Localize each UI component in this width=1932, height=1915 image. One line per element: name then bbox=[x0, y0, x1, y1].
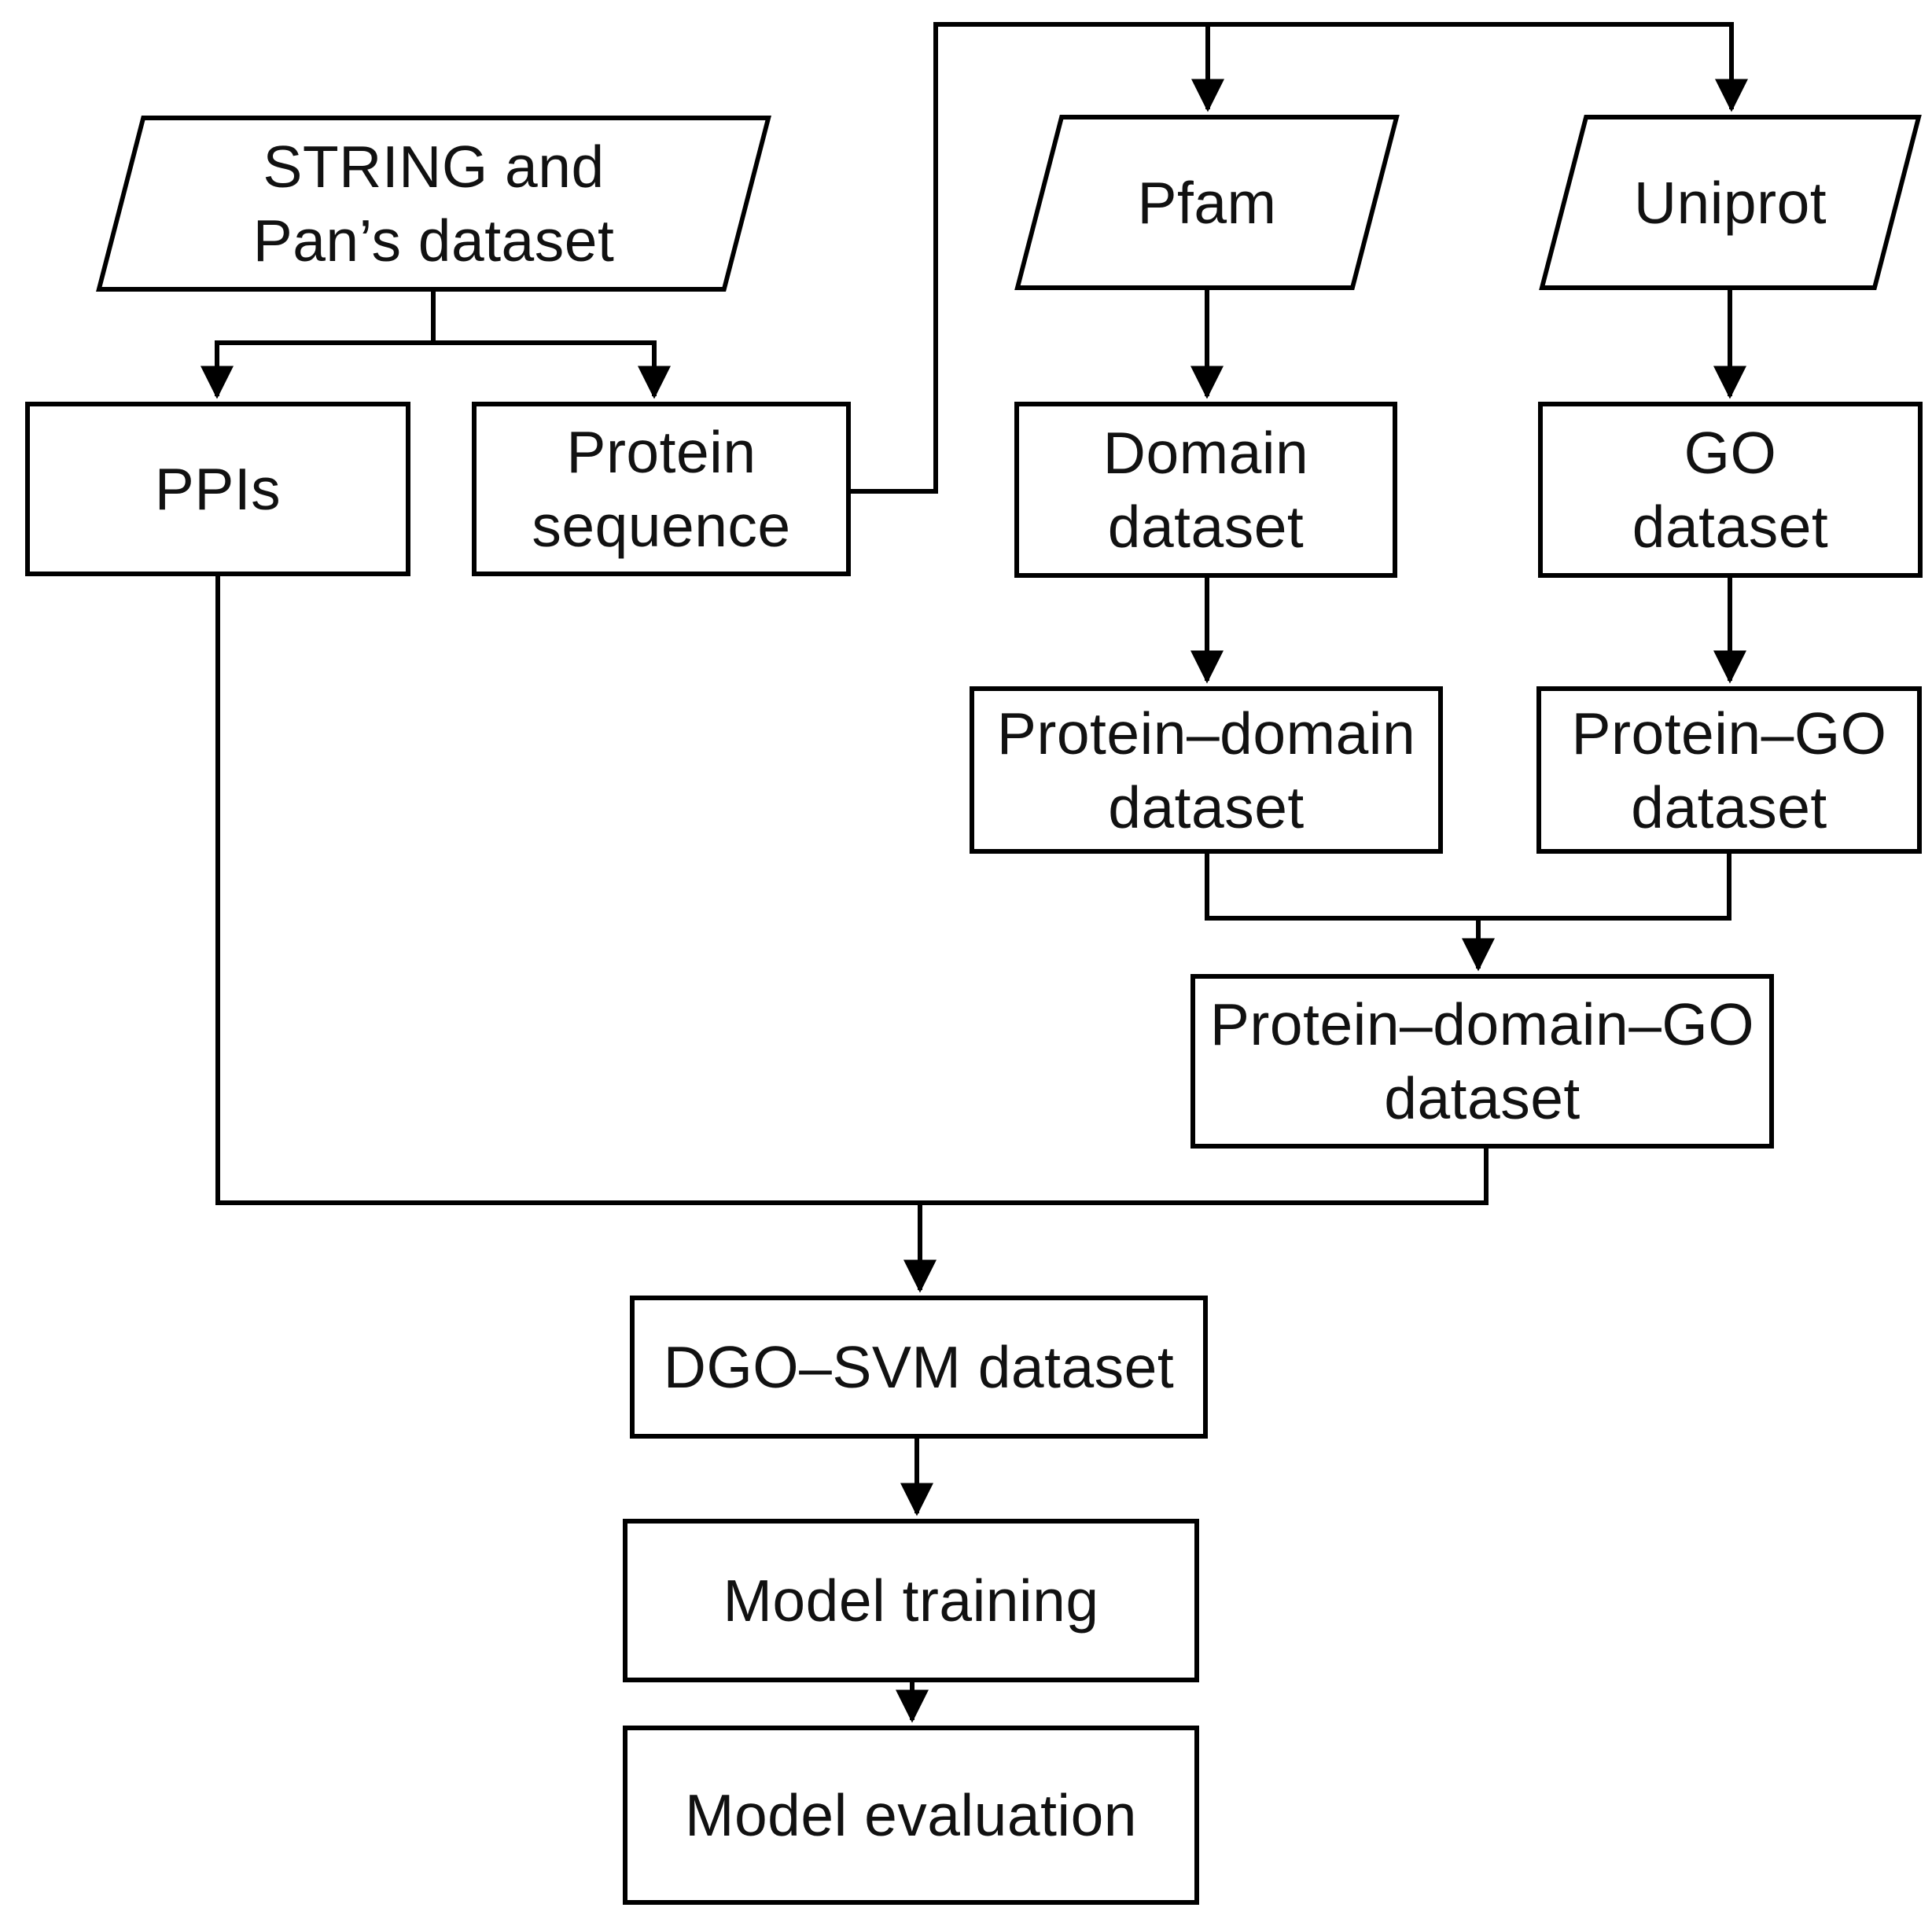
node-go-dataset: GO dataset bbox=[1538, 402, 1923, 578]
node-protein-domain-go-label-line2: dataset bbox=[1384, 1065, 1581, 1131]
node-uniprot-label: Uniprot bbox=[1633, 169, 1827, 236]
node-model-evaluation: Model evaluation bbox=[623, 1726, 1199, 1905]
node-domain-dataset-label-line1: Domain bbox=[1102, 420, 1309, 486]
node-protein-go-label-line1: Protein–GO bbox=[1571, 700, 1887, 766]
node-protein-sequence: Protein sequence bbox=[472, 402, 851, 576]
node-protein-go-label-line2: dataset bbox=[1631, 774, 1827, 840]
node-model-evaluation-label: Model evaluation bbox=[684, 1782, 1138, 1848]
node-string-pan-label-line2: Pan’s dataset bbox=[252, 208, 615, 274]
node-model-training-label: Model training bbox=[723, 1568, 1099, 1634]
edge-protein-sequence-topline bbox=[848, 22, 1731, 494]
node-string-pan-label-line1: STRING and bbox=[263, 134, 605, 200]
node-ppis: PPIs bbox=[25, 402, 410, 576]
node-domain-dataset: Domain dataset bbox=[1014, 402, 1397, 578]
node-protein-domain-label-line1: Protein–domain bbox=[996, 700, 1416, 766]
node-protein-sequence-label-line2: sequence bbox=[532, 493, 791, 559]
node-go-dataset-label-line2: dataset bbox=[1632, 494, 1829, 560]
node-pfam: Pfam bbox=[1014, 115, 1400, 290]
node-domain-dataset-label-line2: dataset bbox=[1107, 494, 1305, 560]
node-dgo-svm-dataset: DGO–SVM dataset bbox=[630, 1296, 1208, 1439]
node-protein-sequence-label-line1: Protein bbox=[566, 419, 756, 485]
node-protein-domain-label-line2: dataset bbox=[1108, 774, 1305, 840]
node-pfam-label: Pfam bbox=[1137, 169, 1277, 236]
node-protein-domain-go-label-line1: Protein–domain–GO bbox=[1209, 991, 1755, 1057]
node-uniprot: Uniprot bbox=[1539, 115, 1922, 290]
node-go-dataset-label-line1: GO bbox=[1684, 420, 1777, 486]
node-model-training: Model training bbox=[623, 1519, 1199, 1682]
node-protein-go-dataset: Protein–GO dataset bbox=[1536, 686, 1922, 854]
node-protein-domain-go-dataset: Protein–domain–GO dataset bbox=[1190, 974, 1774, 1149]
node-dgo-svm-label: DGO–SVM dataset bbox=[663, 1334, 1175, 1400]
node-protein-domain-dataset: Protein–domain dataset bbox=[970, 686, 1443, 854]
node-ppis-label: PPIs bbox=[154, 456, 282, 522]
node-string-pan-dataset: STRING and Pan’s dataset bbox=[96, 116, 771, 292]
